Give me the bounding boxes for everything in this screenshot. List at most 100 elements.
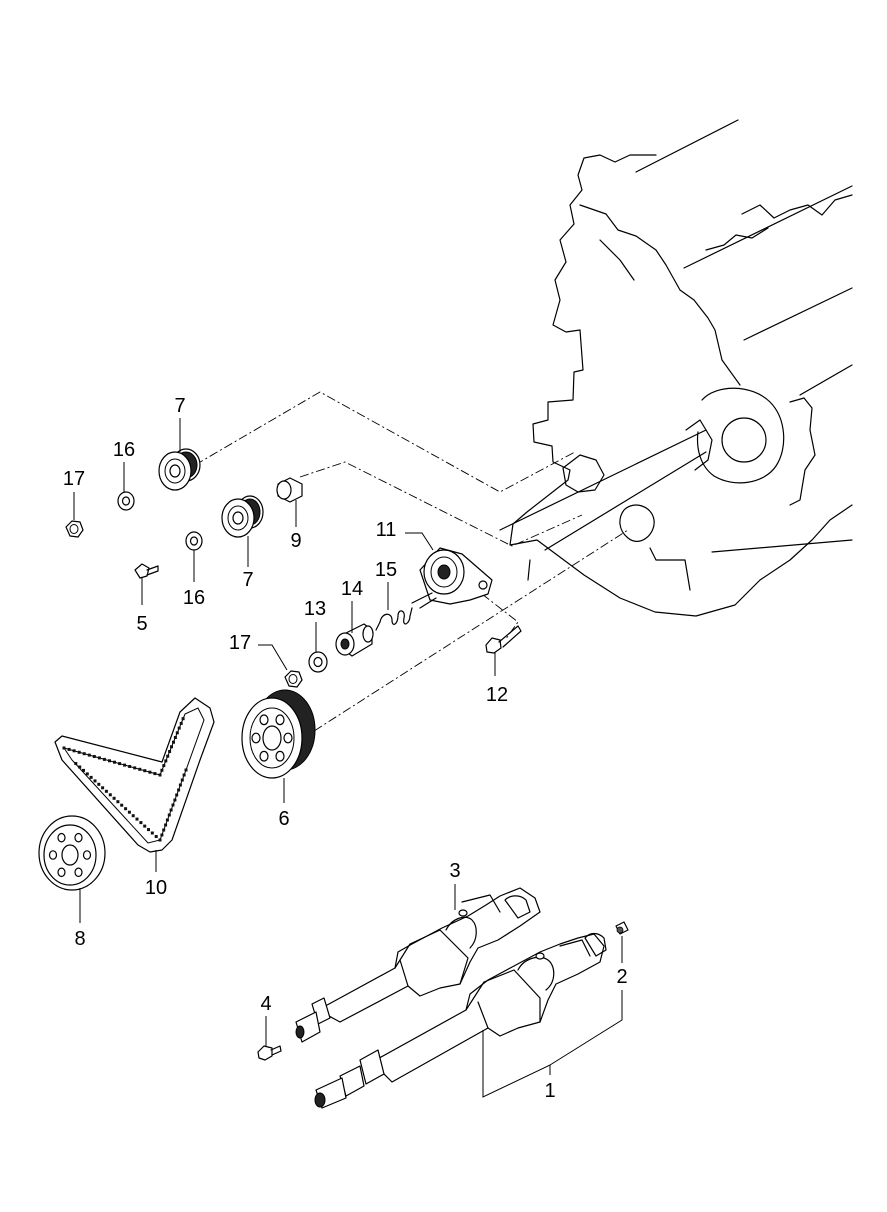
bolt-12 bbox=[485, 625, 522, 654]
belt-tooth bbox=[180, 778, 184, 782]
engine-block-outline bbox=[499, 119, 853, 617]
belt-tooth bbox=[147, 828, 150, 832]
idler-gear-lower bbox=[221, 495, 264, 538]
belt-tooth bbox=[162, 828, 166, 832]
plate-hole bbox=[57, 832, 66, 843]
idler-gear-upper bbox=[158, 448, 201, 491]
belt-tooth bbox=[175, 793, 179, 797]
callout-15: 15 bbox=[375, 559, 397, 581]
belt-tooth bbox=[118, 762, 122, 766]
belt-tooth bbox=[169, 808, 173, 812]
sprocket-hole bbox=[251, 732, 261, 744]
belt-tooth bbox=[172, 740, 175, 744]
belt-tooth bbox=[120, 803, 124, 807]
spacer-sleeve bbox=[276, 477, 303, 503]
belt-tooth bbox=[177, 726, 181, 730]
callout-13: 13 bbox=[304, 598, 326, 620]
belt-tooth bbox=[150, 831, 154, 835]
callout-8: 8 bbox=[74, 928, 85, 950]
bolt-5 bbox=[134, 563, 159, 579]
belt-tooth bbox=[78, 765, 82, 769]
bolt-4 bbox=[257, 1045, 282, 1061]
callout-7-upper: 7 bbox=[174, 395, 185, 417]
callout-14: 14 bbox=[341, 578, 363, 600]
belt-tooth bbox=[92, 755, 96, 758]
leader-lines bbox=[73, 418, 623, 1098]
nut-upper bbox=[65, 520, 84, 538]
belt-tooth bbox=[85, 772, 89, 776]
callout-5: 5 bbox=[136, 613, 147, 635]
shaft-plug bbox=[615, 921, 629, 935]
callout-12: 12 bbox=[486, 684, 508, 706]
plate-hole bbox=[57, 867, 66, 878]
callout-17-lower: 17 bbox=[229, 632, 251, 654]
belt-tooth bbox=[113, 760, 116, 764]
belt-tooth bbox=[128, 765, 132, 768]
belt-tooth bbox=[116, 800, 120, 804]
callout-7-lower: 7 bbox=[242, 569, 253, 591]
plate-hole bbox=[48, 850, 58, 860]
washer-13 bbox=[308, 651, 328, 673]
callout-1: 1 bbox=[544, 1080, 555, 1102]
belt-tooth bbox=[165, 818, 169, 822]
belt-tooth bbox=[158, 838, 162, 842]
plate-hole bbox=[82, 850, 92, 860]
belt-tooth bbox=[108, 759, 111, 763]
belt-tooth bbox=[108, 793, 112, 797]
tensioner-spring bbox=[375, 607, 413, 631]
callout-9: 9 bbox=[290, 530, 301, 552]
belt-tooth bbox=[135, 817, 139, 821]
belt-tooth bbox=[170, 745, 173, 749]
crankshaft-pulley-plate bbox=[38, 815, 106, 891]
belt-tooth bbox=[173, 798, 177, 802]
belt-tooth bbox=[177, 788, 181, 792]
plate-hole bbox=[74, 832, 83, 843]
belt-tooth bbox=[62, 746, 66, 750]
belt-tooth bbox=[173, 736, 177, 739]
sprocket-hole bbox=[275, 714, 285, 726]
belt-tooth bbox=[101, 786, 105, 790]
timing-belt-tensioner bbox=[411, 547, 493, 609]
callout-10: 10 bbox=[145, 877, 167, 899]
belt-tooth bbox=[184, 768, 188, 772]
sprocket-hole bbox=[283, 732, 293, 744]
callout-2: 2 bbox=[616, 966, 627, 988]
belt-tooth bbox=[182, 773, 186, 777]
belt-tooth bbox=[160, 833, 164, 837]
belt-tooth bbox=[153, 772, 157, 776]
belt-tooth bbox=[97, 756, 101, 760]
belt-tooth bbox=[158, 773, 162, 777]
washer-upper bbox=[117, 491, 135, 511]
belt-tooth bbox=[74, 762, 78, 765]
sprocket-hole bbox=[259, 714, 269, 726]
belt-tooth bbox=[143, 769, 147, 773]
belt-tooth bbox=[87, 753, 91, 757]
callout-16-lower: 16 bbox=[183, 587, 205, 609]
nut-lower bbox=[284, 670, 303, 688]
belt-tooth bbox=[102, 757, 106, 761]
belt-tooth bbox=[175, 731, 179, 735]
belt-tooth bbox=[97, 782, 101, 786]
sprocket-hole bbox=[259, 750, 269, 762]
belt-tooth bbox=[162, 764, 166, 768]
sprocket-hole bbox=[275, 750, 285, 762]
plate-hole bbox=[74, 867, 83, 878]
belt-tooth bbox=[164, 823, 168, 827]
belt-tooth bbox=[179, 721, 183, 725]
belt-tooth bbox=[67, 747, 71, 751]
belt-tooth bbox=[104, 789, 108, 793]
belt-tooth bbox=[178, 783, 182, 787]
belt-tooth bbox=[112, 796, 116, 800]
belt-tooth bbox=[139, 821, 143, 825]
belt-teeth bbox=[62, 717, 188, 842]
belt-tooth bbox=[164, 759, 168, 763]
callout-4: 4 bbox=[260, 993, 271, 1015]
washer-lower bbox=[185, 531, 203, 551]
rocker-shaft-rear bbox=[295, 887, 541, 1043]
belt-tooth bbox=[167, 813, 171, 817]
belt-tooth bbox=[123, 763, 127, 767]
belt-tooth bbox=[72, 749, 76, 753]
belt-tooth bbox=[127, 810, 131, 814]
callout-3: 3 bbox=[449, 860, 460, 882]
